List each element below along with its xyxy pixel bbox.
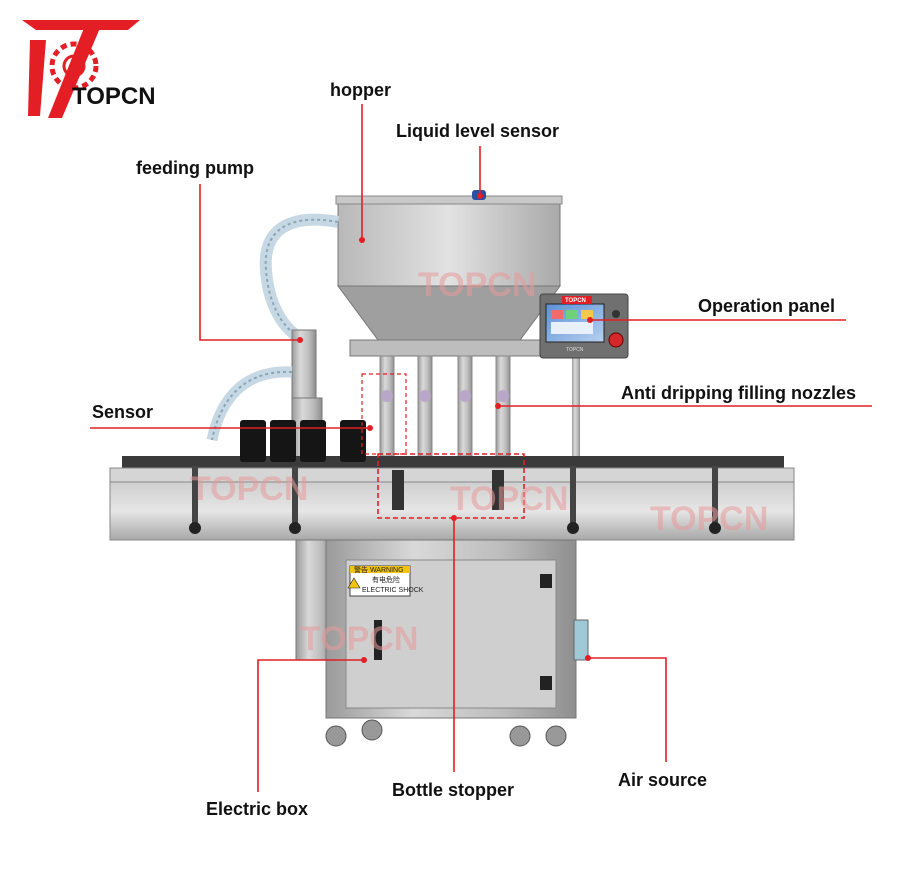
warning-line2: 有电危险: [372, 575, 400, 584]
watermark-cabinet: TOPCN: [300, 620, 418, 658]
machine-illustration: TOPCN TOPCN: [109, 190, 795, 747]
callout-labels: hopper Liquid level sensor feeding pump …: [92, 80, 856, 819]
topcn-logo: TOPCN: [22, 20, 156, 118]
conveyor: [109, 373, 795, 541]
warning-line1: 警告 WARNING: [354, 565, 404, 574]
label-sensor: Sensor: [92, 402, 153, 422]
warning-line3: ELECTRIC SHOCK: [362, 587, 424, 594]
leader-electric-box: [257, 659, 364, 792]
leader-lines: [90, 104, 872, 792]
label-bottle-stopper: Bottle stopper: [392, 780, 514, 800]
watermark-conveyor-right: TOPCN: [650, 500, 768, 538]
emergency-stop-button: [608, 332, 624, 348]
watermark-conveyor-mid: TOPCN: [450, 480, 568, 518]
filling-nozzles: [349, 339, 541, 457]
logo-mark-slash: [28, 40, 46, 116]
logo-mark-stem: [48, 28, 100, 118]
label-feeding-pump: feeding pump: [136, 158, 254, 178]
electric-box-cabinet: 警告 WARNING 有电危险 ELECTRIC SHOCK: [295, 539, 589, 747]
label-hopper: hopper: [330, 80, 391, 100]
operation-panel-unit: TOPCN TOPCN: [539, 293, 629, 456]
watermark-conveyor-left: TOPCN: [190, 470, 308, 508]
watermark-hopper: TOPCN: [418, 266, 536, 304]
gear-icon: [49, 41, 99, 91]
label-electric-box: Electric box: [206, 799, 308, 819]
brand-name: TOPCN: [72, 83, 156, 110]
label-anti-dripping-nozzles: Anti dripping filling nozzles: [621, 383, 856, 403]
leader-air-source: [588, 657, 667, 762]
leader-feeding-pump: [199, 184, 300, 341]
electric-hazard-icon: [347, 577, 361, 589]
cabinet-lock: [374, 620, 382, 660]
logo-mark-bar: [22, 20, 140, 30]
panel-badge: TOPCN: [565, 298, 586, 304]
hopper-tank: [335, 190, 563, 341]
label-liquid-level-sensor: Liquid level sensor: [396, 121, 559, 141]
label-operation-panel: Operation panel: [698, 296, 835, 316]
panel-maker: TOPCN: [566, 347, 584, 353]
label-air-source: Air source: [618, 770, 707, 790]
